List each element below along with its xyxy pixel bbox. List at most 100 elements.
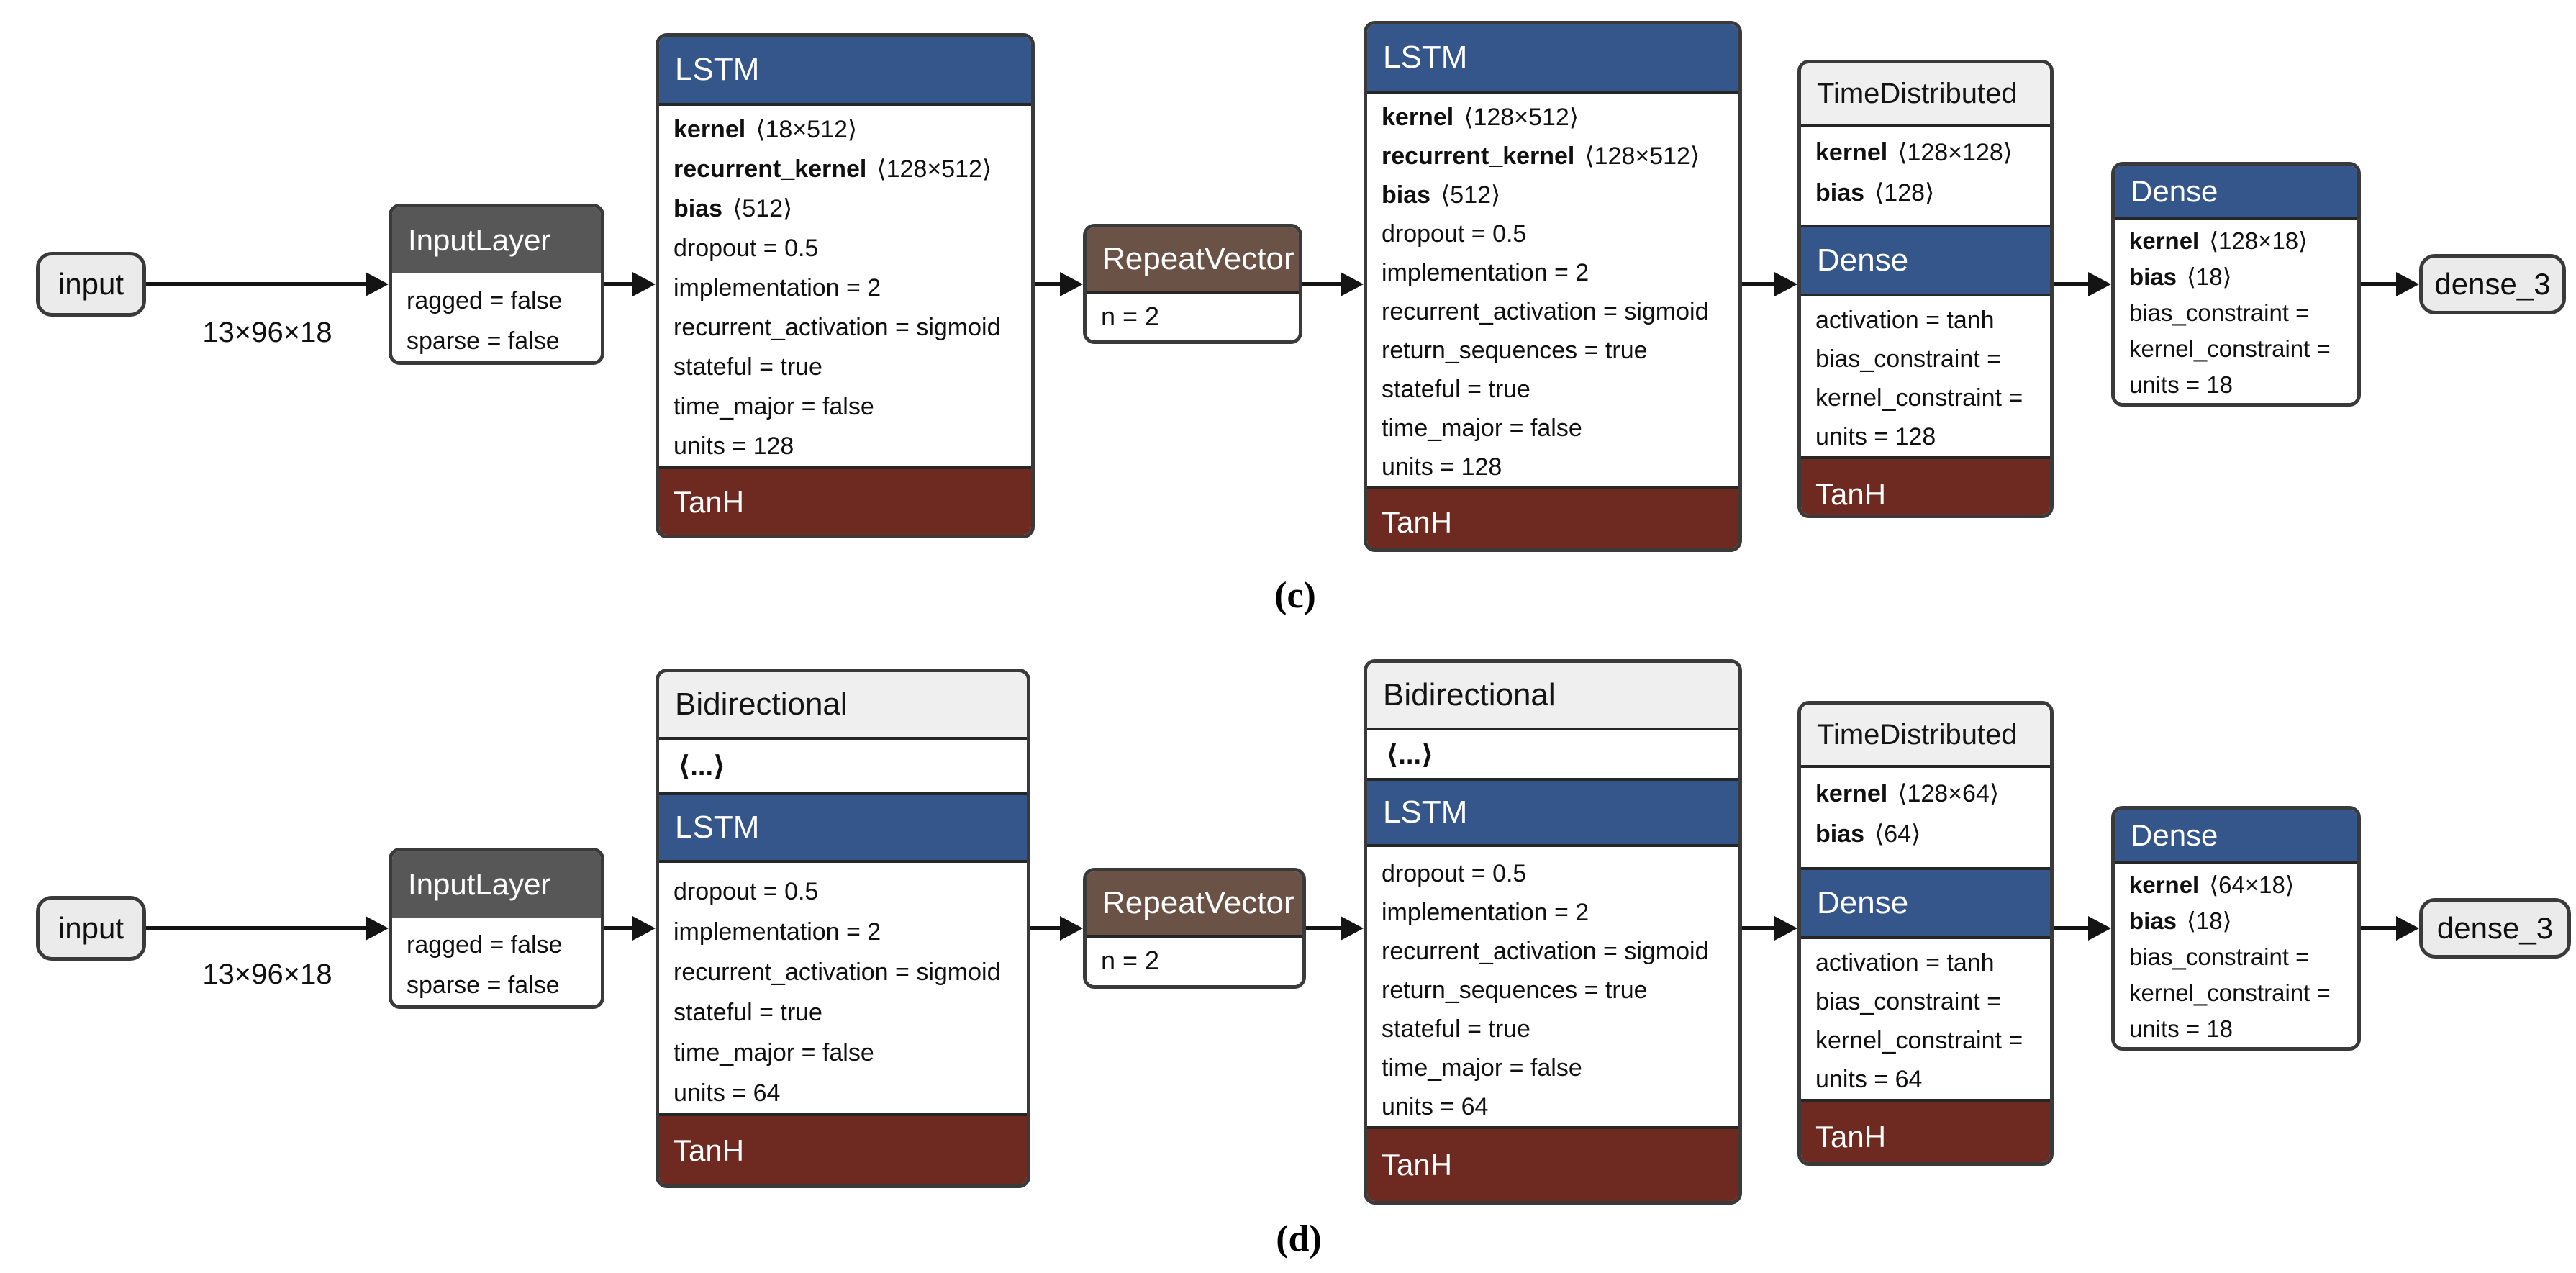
param-line: units = 128 — [674, 432, 794, 460]
arrowhead-icon — [1774, 916, 1797, 941]
tanh-footer: TanH — [1801, 1099, 2050, 1162]
inputlayer-header: InputLayer — [392, 851, 601, 918]
weight-name: kernel — [674, 116, 746, 143]
weight-name: bias — [1815, 179, 1865, 207]
param-line: ragged = false — [407, 287, 563, 314]
weight-name: bias — [674, 195, 723, 222]
param-line: return_sequences = true — [1382, 337, 1648, 364]
param-line: time_major = false — [1382, 1054, 1582, 1082]
arrow-line — [1306, 926, 1343, 930]
param-line: kernel_constraint = — [2129, 335, 2331, 362]
dense-box: Dense kernel⟨128×18⟩ bias⟨18⟩ bias_const… — [2111, 162, 2361, 407]
arrowhead-icon — [1060, 916, 1083, 941]
tanh-footer: TanH — [659, 466, 1031, 535]
param-line: units = 64 — [1815, 1066, 1923, 1093]
param-line: bias_constraint = — [1815, 345, 2001, 373]
repeatvector-body: n = 2 — [1087, 291, 1299, 340]
weight-line: recurrent_kernel ⟨128×512⟩ — [1382, 137, 1734, 176]
arrow-line — [2054, 926, 2091, 930]
weight-name: bias — [2129, 263, 2177, 290]
timedistributed-box: TimeDistributed kernel⟨128×128⟩ bias ⟨128… — [1797, 60, 2054, 518]
weight-dims: ⟨128×512⟩ — [876, 155, 992, 183]
param-line: dropout = 0.5 — [674, 878, 819, 905]
param-line: recurrent_activation = sigmoid — [674, 959, 1001, 986]
weight-dims: ⟨18⟩ — [2187, 263, 2232, 290]
weight-name: kernel — [2129, 227, 2200, 254]
weight-dims: ⟨512⟩ — [1441, 181, 1501, 209]
weight-dims: ⟨128×128⟩ — [1897, 139, 2013, 166]
dense-body: kernel⟨128×18⟩ bias⟨18⟩ bias_constraint … — [2115, 217, 2357, 403]
weight-line: bias ⟨18⟩ — [2129, 259, 2353, 295]
collapsed-row: ⟨...⟩ — [1367, 728, 1738, 778]
weight-line: kernel⟨128×128⟩ — [1815, 132, 2046, 173]
tanh-footer: TanH — [1801, 456, 2050, 515]
lstm-box: LSTM kernel⟨18×512⟩ recurrent_kernel⟨128… — [656, 33, 1035, 538]
output-node: dense_3 — [2419, 254, 2566, 314]
arrow-line — [1030, 926, 1063, 930]
input-node: input — [36, 252, 146, 317]
dense-subheader: Dense — [1801, 867, 2050, 936]
param-line: n = 2 — [1101, 946, 1160, 975]
arrow-line — [1302, 282, 1343, 286]
arrow-line — [2361, 282, 2399, 286]
weight-line: kernel ⟨128×64⟩ — [1815, 774, 2046, 814]
lstm-body: dropout = 0.5 implementation = 2 recurre… — [1367, 844, 1738, 1126]
weight-line: bias⟨512⟩ — [674, 189, 1027, 229]
arrow-line — [2361, 926, 2399, 930]
caption-d: (d) — [1276, 1218, 1322, 1259]
weight-line: kernel⟨18×512⟩ — [674, 110, 1027, 150]
lstm-header: LSTM — [659, 37, 1031, 103]
arrow-line — [1742, 282, 1777, 286]
arrowhead-icon — [1060, 272, 1083, 296]
param-line: units = 128 — [1815, 423, 1936, 450]
weight-dims: ⟨128⟩ — [1874, 179, 1935, 207]
weight-dims: ⟨128×64⟩ — [1897, 780, 2000, 807]
weight-name: bias — [2129, 907, 2177, 934]
weight-name: bias — [1382, 181, 1431, 209]
lstm-body: dropout = 0.5 implementation = 2 recurre… — [659, 860, 1027, 1113]
inputlayer-box: InputLayer ragged = false sparse = false — [389, 848, 604, 1009]
arrowhead-icon — [366, 272, 389, 296]
param-line: activation = tanh — [1815, 307, 1995, 334]
arrow-line — [146, 282, 368, 286]
param-line: stateful = true — [674, 999, 822, 1026]
weight-line: recurrent_kernel⟨128×512⟩ — [674, 150, 1027, 189]
param-line: sparse = false — [407, 327, 560, 355]
weight-line: bias ⟨128⟩ — [1815, 173, 2046, 213]
param-line: return_sequences = true — [1382, 977, 1648, 1004]
weight-name: recurrent_kernel — [1382, 142, 1575, 170]
tanh-footer: TanH — [659, 1113, 1027, 1184]
param-line: implementation = 2 — [674, 274, 881, 302]
timedistributed-header: TimeDistributed — [1801, 63, 2050, 124]
lstm-body: kernel⟨18×512⟩ recurrent_kernel⟨128×512⟩… — [659, 103, 1031, 466]
weight-name: bias — [1815, 820, 1865, 848]
weight-line: kernel⟨64×18⟩ — [2129, 867, 2353, 903]
edge-label: 13×96×18 — [202, 959, 332, 990]
param-line: recurrent_activation = sigmoid — [1382, 938, 1709, 965]
bidirectional-header: Bidirectional — [659, 672, 1027, 737]
arrowhead-icon — [2396, 272, 2419, 296]
repeatvector-box: RepeatVector n = 2 — [1083, 224, 1302, 344]
weight-line: kernel⟨128×512⟩ — [1382, 98, 1734, 137]
arrowhead-icon — [632, 272, 656, 296]
param-line: sparse = false — [407, 971, 560, 999]
inputlayer-box: InputLayer ragged = false sparse = false — [389, 204, 604, 365]
collapsed-row: ⟨...⟩ — [659, 737, 1027, 792]
weight-name: kernel — [1382, 104, 1454, 131]
param-line: n = 2 — [1101, 302, 1160, 331]
weight-line: bias ⟨512⟩ — [1382, 176, 1734, 214]
weight-name: kernel — [2129, 871, 2200, 898]
param-line: implementation = 2 — [674, 918, 881, 946]
weight-dims: ⟨128×512⟩ — [1584, 142, 1700, 170]
arrow-line — [146, 926, 368, 930]
dense-sub-body: activation = tanh bias_constraint = kern… — [1801, 936, 2050, 1099]
param-line: kernel_constraint = — [1815, 1027, 2023, 1054]
arrowhead-icon — [2088, 272, 2111, 296]
param-line: units = 18 — [2129, 1015, 2233, 1042]
weight-name: kernel — [1815, 780, 1888, 807]
param-line: time_major = false — [674, 393, 874, 420]
param-line: ragged = false — [407, 931, 563, 959]
param-line: time_major = false — [674, 1039, 874, 1066]
timedistributed-weights: kernel⟨128×64⟩ bias⟨64⟩ — [1801, 765, 2050, 867]
